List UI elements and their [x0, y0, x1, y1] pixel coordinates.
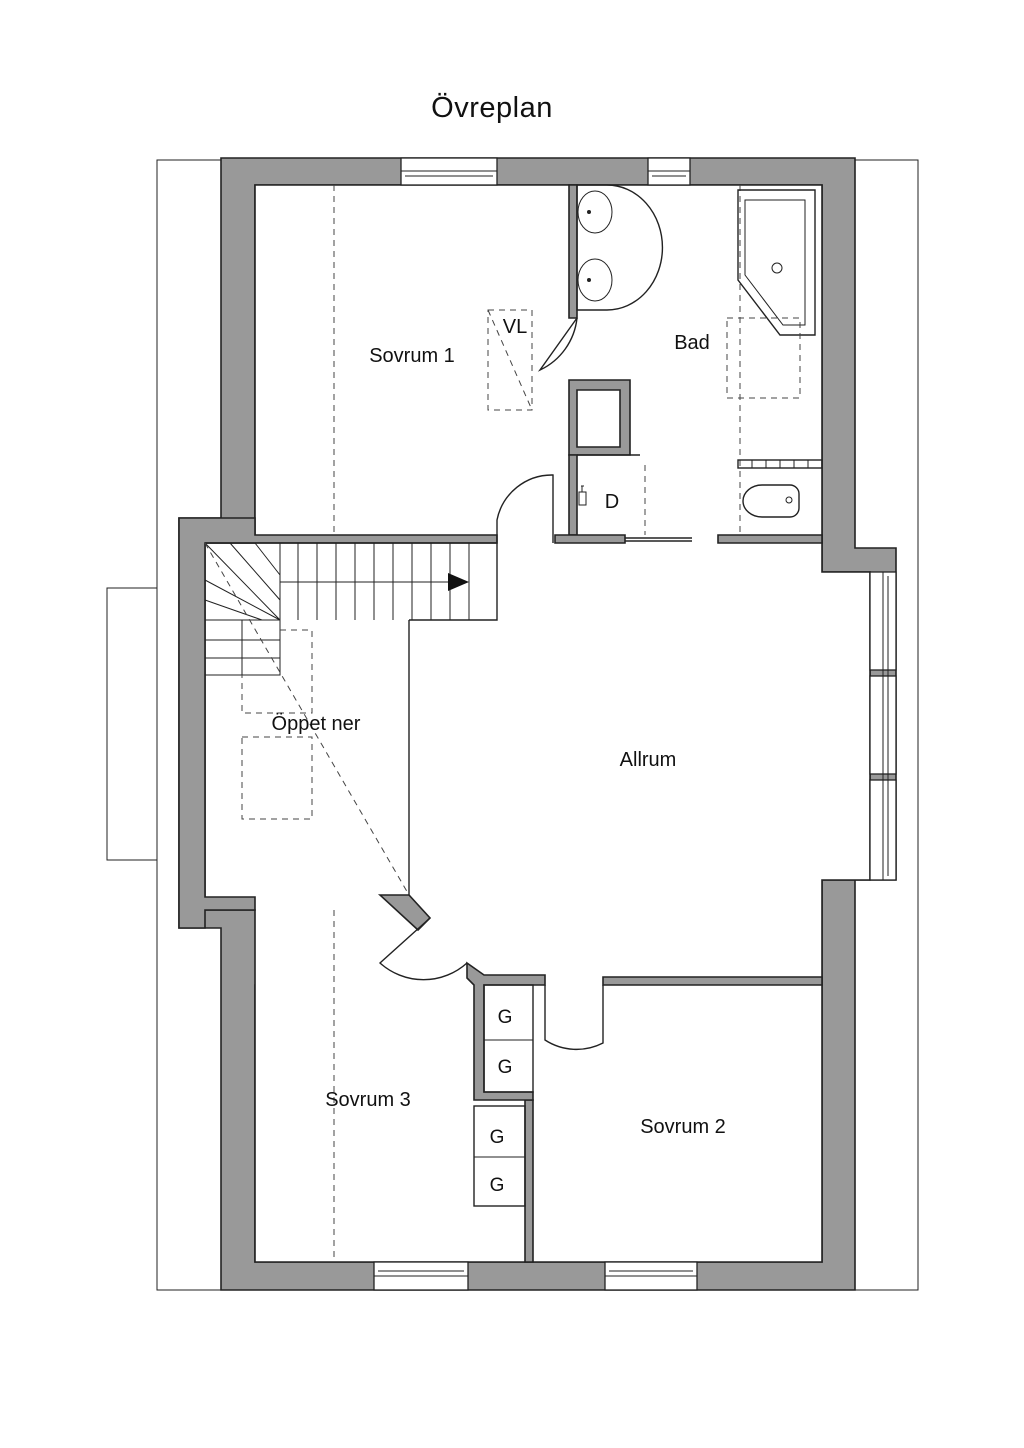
label-vl: VL — [503, 316, 527, 338]
vl-box — [487, 309, 533, 411]
label-oppet-ner: Öppet ner — [272, 713, 361, 735]
bath-counter — [737, 459, 823, 469]
wall-upper-left — [178, 517, 498, 929]
doors — [378, 317, 692, 1050]
wall-wc-left — [568, 454, 578, 536]
label-closet-3: G — [490, 1127, 505, 1148]
label-bad: Bad — [674, 332, 710, 354]
label-allrum: Allrum — [620, 749, 677, 771]
toilet — [742, 484, 800, 518]
label-d: D — [605, 491, 619, 513]
wall-sovrum2-top — [602, 976, 823, 986]
label-closet-4: G — [490, 1175, 505, 1196]
label-sovrum3: Sovrum 3 — [325, 1089, 411, 1111]
staircase — [204, 542, 497, 896]
sinks — [576, 184, 664, 311]
wall-lower-bath — [554, 534, 823, 544]
wall-bath-partition — [568, 184, 578, 319]
label-closet-1: G — [498, 1007, 513, 1028]
label-sovrum1: Sovrum 1 — [369, 345, 455, 367]
shower-area — [726, 317, 801, 399]
bathtub — [737, 189, 816, 336]
wall-allrum-left — [408, 543, 498, 895]
plan-title: Övreplan — [431, 92, 553, 124]
closets-lower — [473, 1105, 526, 1207]
label-sovrum2: Sovrum 2 — [640, 1116, 726, 1138]
wall-diag — [377, 894, 432, 932]
wall-sovrum2-3 — [524, 1099, 534, 1263]
washer-tap — [578, 485, 587, 506]
windows — [373, 157, 897, 1291]
label-closet-2: G — [498, 1057, 513, 1078]
closets-upper — [483, 984, 534, 1093]
